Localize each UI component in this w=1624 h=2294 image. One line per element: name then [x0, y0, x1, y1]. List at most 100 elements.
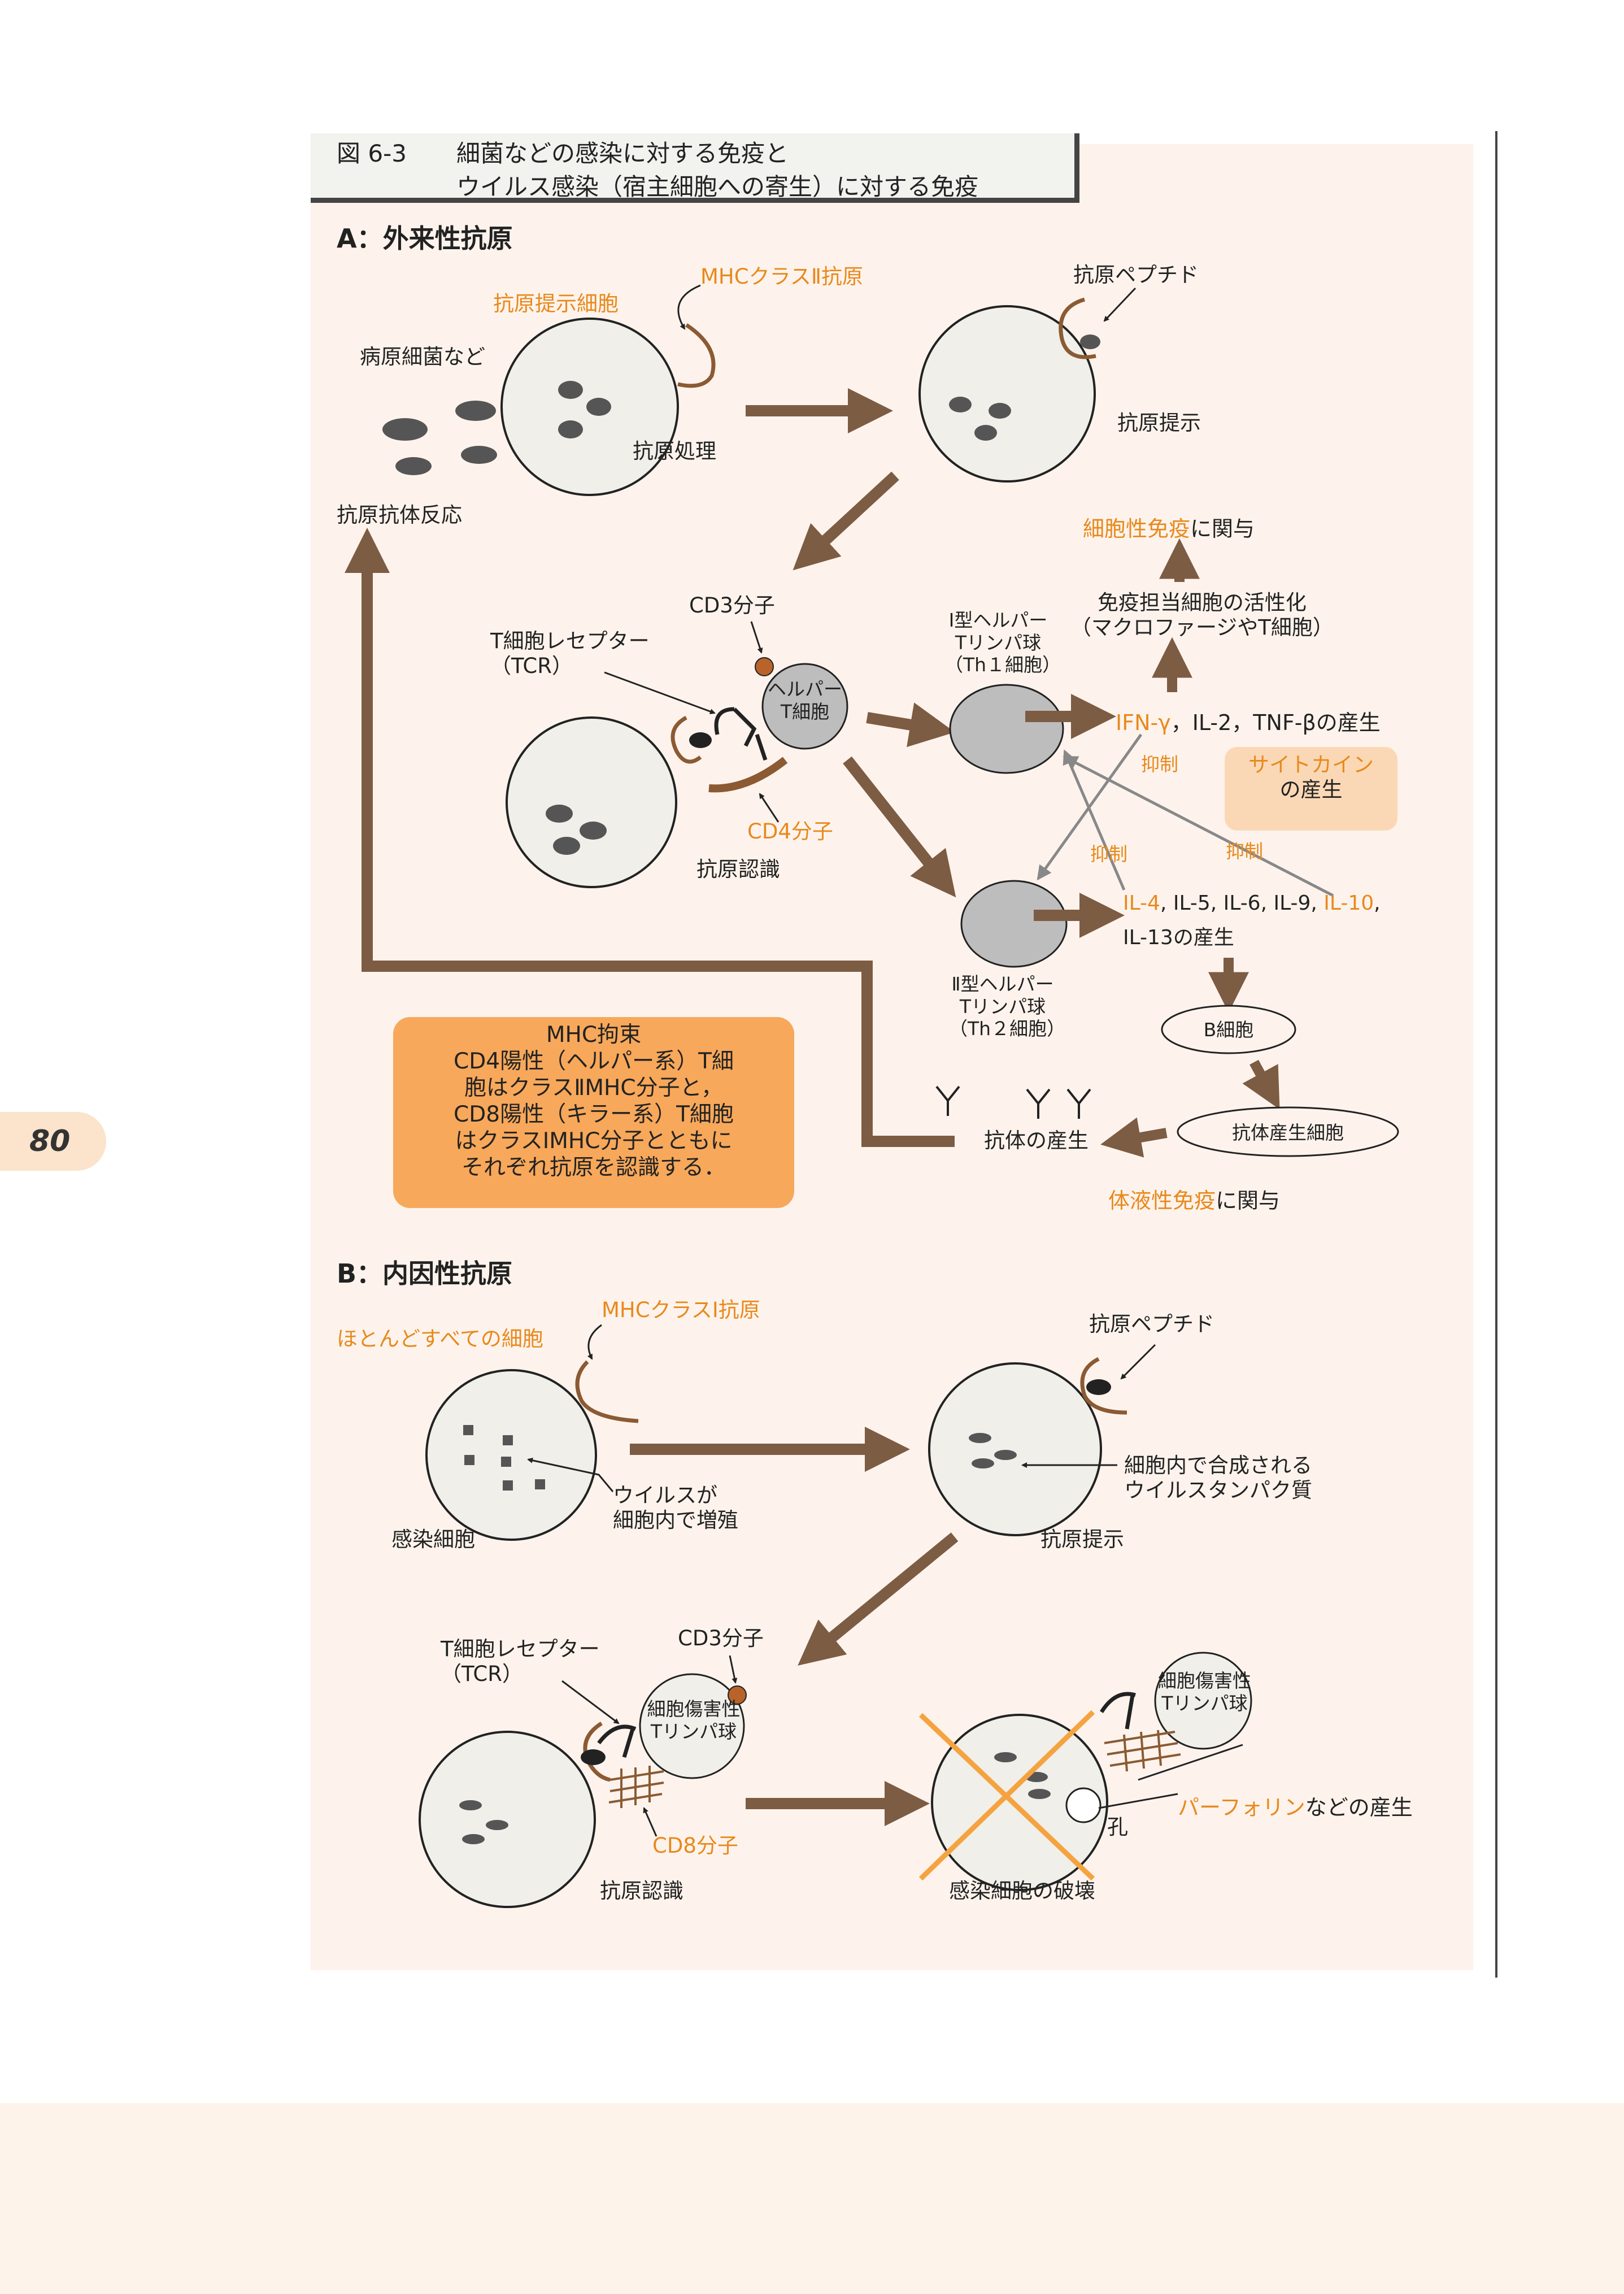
humoral-immunity-label: 体液性免疫に関与 [1108, 1183, 1280, 1214]
perforin-line [1138, 1744, 1243, 1781]
arrow-to-recognition [793, 471, 899, 571]
cd3-pointer [750, 621, 763, 654]
mhc2-pointer [677, 284, 701, 330]
ctl2-line1: 細胞傷害性 [1158, 1670, 1251, 1692]
antigen-peptide-label: 抗原ペプチド [1073, 263, 1199, 287]
arrow-plasma-to-antibody [1100, 1117, 1168, 1158]
humoral-immunity-term: 体液性免疫 [1108, 1188, 1216, 1213]
all-cells-label: ほとんどすべての細胞 [337, 1327, 543, 1351]
activation-line1: 免疫担当細胞の活性化 [1097, 590, 1307, 615]
ctl-cell [639, 1673, 745, 1779]
il4-term: IL-4 [1123, 892, 1160, 915]
viral-protein-label: 細胞内で合成されるウイルスタンパク質 [1124, 1453, 1312, 1504]
peptide-mark-b [1086, 1379, 1111, 1395]
suppress-label-2: 抑制 [1090, 843, 1127, 865]
interleukin-label: IL-4, IL-5, IL-6, IL-9, IL-10, [1123, 892, 1381, 915]
th2-line1: Ⅱ型ヘルパー [951, 973, 1054, 995]
virus-pointer [527, 1457, 614, 1492]
b-cell-oval [1161, 1005, 1296, 1054]
cytokine-box [1225, 747, 1397, 831]
figure-title-box [311, 133, 1079, 203]
antigen-presentation-label-b: 抗原提示 [1040, 1527, 1124, 1552]
mhc-class2-receptor [677, 323, 716, 388]
perforin-suffix: などの産生 [1305, 1795, 1413, 1820]
cellular-immunity-label: 細胞性免疫に関与 [1083, 511, 1255, 542]
virus-line1: ウイルスが [613, 1483, 717, 1507]
tcr-b-line2: （TCR） [441, 1662, 523, 1687]
mhc-box-line-3: CD8陽性（キラー系）T細胞 [454, 1102, 734, 1127]
antibody-production-label: 抗体の産生 [984, 1128, 1089, 1153]
antigen-peptide-mark [1080, 334, 1100, 349]
il13-label: IL-13の産生 [1123, 926, 1234, 949]
cd3-molecule [755, 657, 774, 676]
tcr-b-line1: T細胞レセプター [441, 1637, 600, 1661]
mhc-with-peptide [1059, 297, 1096, 359]
cell-granules [558, 381, 611, 438]
cd4-molecule [708, 757, 788, 793]
virus-particles [463, 1425, 545, 1491]
cell-granules-2 [949, 397, 1011, 441]
recognition-infected-cell [419, 1731, 596, 1908]
th1-line1: Ⅰ型ヘルパー [948, 609, 1048, 631]
presenting-infected-cell [928, 1362, 1102, 1536]
tcr [714, 707, 768, 761]
mhc1-pointer [587, 1324, 602, 1360]
footer-band [0, 2103, 1624, 2294]
th1-line2: Tリンパ球 [955, 631, 1042, 654]
cd8-molecules-2 [1104, 1730, 1181, 1772]
ctl-line2: Tリンパ球 [650, 1720, 737, 1743]
helper-t-cell [761, 663, 848, 750]
il10-term: IL-10 [1323, 892, 1374, 915]
tcr-label-b: T細胞レセプター（TCR） [441, 1637, 600, 1687]
perforin-pointer [1098, 1793, 1178, 1809]
arrow-to-th2 [843, 756, 956, 898]
activation-label: 免疫担当細胞の活性化（マクロファージやT細胞） [1070, 590, 1334, 641]
mhc1-antigen-label: MHCクラスⅠ抗原 [602, 1298, 760, 1322]
antigen-recognition-label: 抗原認識 [696, 857, 780, 881]
th2-cell [960, 880, 1068, 968]
perforin-label: パーフォリンなどの産生 [1178, 1790, 1413, 1821]
ifn-suffix: ，IL-2，TNF-βの産生 [1170, 710, 1381, 735]
tcr-c [1100, 1692, 1136, 1730]
cd4-label: CD4分子 [747, 819, 833, 844]
ctl-line1: 細胞傷害性 [647, 1698, 741, 1720]
viral-proteins [969, 1433, 1017, 1468]
cd8-pointer [643, 1807, 658, 1837]
arrow-to-recognition-b [798, 1532, 959, 1666]
pathogens-label: 病原細菌など [360, 345, 485, 369]
antigen-presentation-label: 抗原提示 [1117, 411, 1201, 435]
cytokine-label: サイトカインの産生 [1225, 753, 1397, 803]
tcr-line1: T細胞レセプター [490, 629, 650, 653]
antigen-processing-label: 抗原処理 [633, 439, 716, 463]
arrow-b-to-plasma [1242, 1059, 1280, 1110]
cd3-pointer-b [729, 1655, 738, 1684]
mhc-restriction-box [393, 1017, 794, 1208]
mhc1-with-peptide [1080, 1357, 1127, 1415]
peptide-in-mhc1 [581, 1749, 606, 1765]
activation-line2: （マクロファージやT細胞） [1070, 615, 1334, 640]
arrow-to-th1 [866, 702, 955, 748]
pathogen-bacteria [382, 401, 497, 475]
destroyed-cell [931, 1714, 1108, 1891]
cell-granules-3 [546, 805, 607, 855]
th2-line3: （Th２細胞） [949, 1018, 1066, 1040]
mhc-box-line-0: MHC拘束 [546, 1022, 642, 1048]
cytokine-line1: サイトカイン [1248, 753, 1374, 777]
th1-line3: （Th１細胞） [944, 654, 1061, 676]
tcr-b [597, 1724, 637, 1758]
humoral-immunity-suffix: に関与 [1216, 1188, 1281, 1213]
peptide-pointer [1103, 287, 1137, 322]
tcr-pointer-b [561, 1680, 620, 1724]
peptide-pointer-b [1120, 1344, 1156, 1380]
section-b-heading: B：内因性抗原 [337, 1258, 513, 1289]
mhc-box-line-5: それぞれ抗原を認識する． [461, 1155, 726, 1180]
mhc-class1-receptor [575, 1360, 639, 1423]
pore-label: 孔 [1107, 1815, 1128, 1839]
plasma-cell-label: 抗体産生細胞 [1232, 1122, 1344, 1144]
antibody-icons [935, 1085, 1091, 1119]
